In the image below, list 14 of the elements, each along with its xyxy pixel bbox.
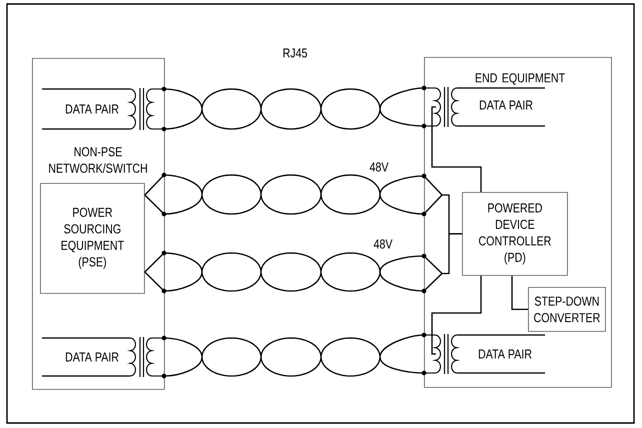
text-label: DATA PAIR <box>480 100 532 110</box>
text-label: DATA PAIR <box>66 104 118 114</box>
component-box: POWER SOURCING EQUIPMENT (PSE) <box>40 183 145 294</box>
component-box: POWERED DEVICE CONTROLLER (PD) <box>462 192 568 276</box>
wire <box>431 276 482 355</box>
text-label: RJ45 <box>283 48 307 58</box>
text-label: DATA PAIR <box>66 352 118 362</box>
edge-label: 48V <box>372 238 394 250</box>
wire <box>431 106 482 192</box>
text-label: DATA PAIR <box>478 350 532 358</box>
wire <box>511 276 528 310</box>
twisted-pair-cable <box>144 233 463 292</box>
component-box: STEP-DOWN CONVERTER <box>528 287 606 332</box>
edge-label: 48V <box>368 162 390 172</box>
